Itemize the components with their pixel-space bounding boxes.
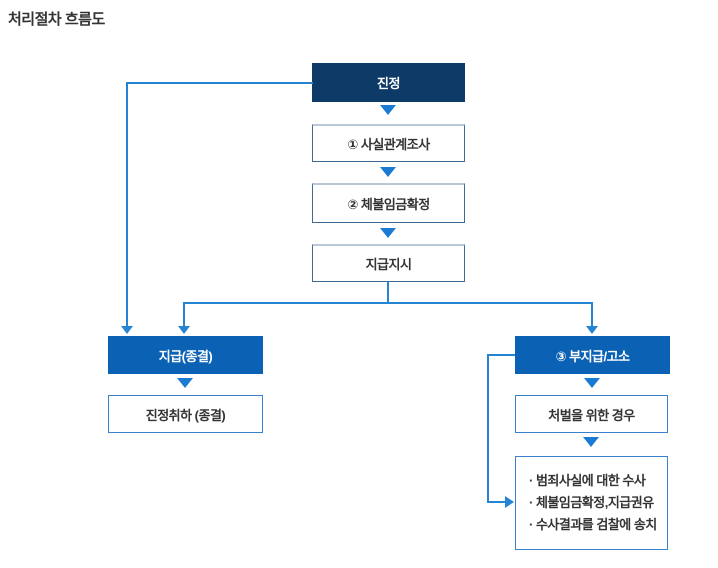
flow-box-nonpayment-accusation: ③ 부지급/고소 (515, 336, 670, 374)
arrowhead-down-icon (178, 326, 190, 334)
flow-box-investigation-actions: · 범죄사실에 대한 수사 · 체불임금확정,지급권유 · 수사결과를 검찰에 … (515, 456, 668, 550)
connector-loop-top (487, 354, 515, 356)
arrow-down-icon (380, 105, 396, 115)
connector-loop-bottom (487, 501, 505, 503)
flow-box-step-3: 지급지시 (312, 244, 465, 282)
page-title: 처리절차 흐름도 (8, 11, 105, 28)
connector-branch-right (591, 302, 593, 326)
action-item: · 수사결과를 검찰에 송치 (529, 517, 657, 532)
flow-box-step-1: ① 사실관계조사 (312, 124, 465, 162)
connector-loop-vertical (487, 354, 489, 503)
flow-box-punishment-case: 처벌을 위한 경우 (515, 395, 668, 433)
flow-box-start: 진정 (312, 63, 465, 102)
action-item: · 체불임금확정,지급권유 (529, 495, 654, 510)
flow-box-payment-closed: 지급(종결) (108, 336, 263, 374)
connector-start-to-left-horizontal (127, 82, 313, 84)
arrowhead-right-icon (505, 496, 514, 508)
arrowhead-down-icon (586, 326, 598, 334)
flow-box-step-2: ② 체불임금확정 (312, 183, 465, 223)
arrow-down-icon (584, 378, 600, 388)
arrow-down-icon (380, 228, 396, 238)
arrow-down-icon (177, 378, 193, 388)
connector-start-to-left-vertical (126, 82, 128, 326)
arrow-down-icon (583, 437, 599, 447)
arrow-down-icon (380, 167, 396, 177)
connector-branch-horizontal (183, 302, 593, 304)
arrowhead-down-icon (121, 326, 133, 334)
connector-stem (387, 282, 389, 303)
flow-box-withdrawal-closed: 진정취하 (종결) (108, 395, 263, 433)
action-item: · 범죄사실에 대한 수사 (529, 473, 646, 488)
connector-branch-left (183, 302, 185, 326)
